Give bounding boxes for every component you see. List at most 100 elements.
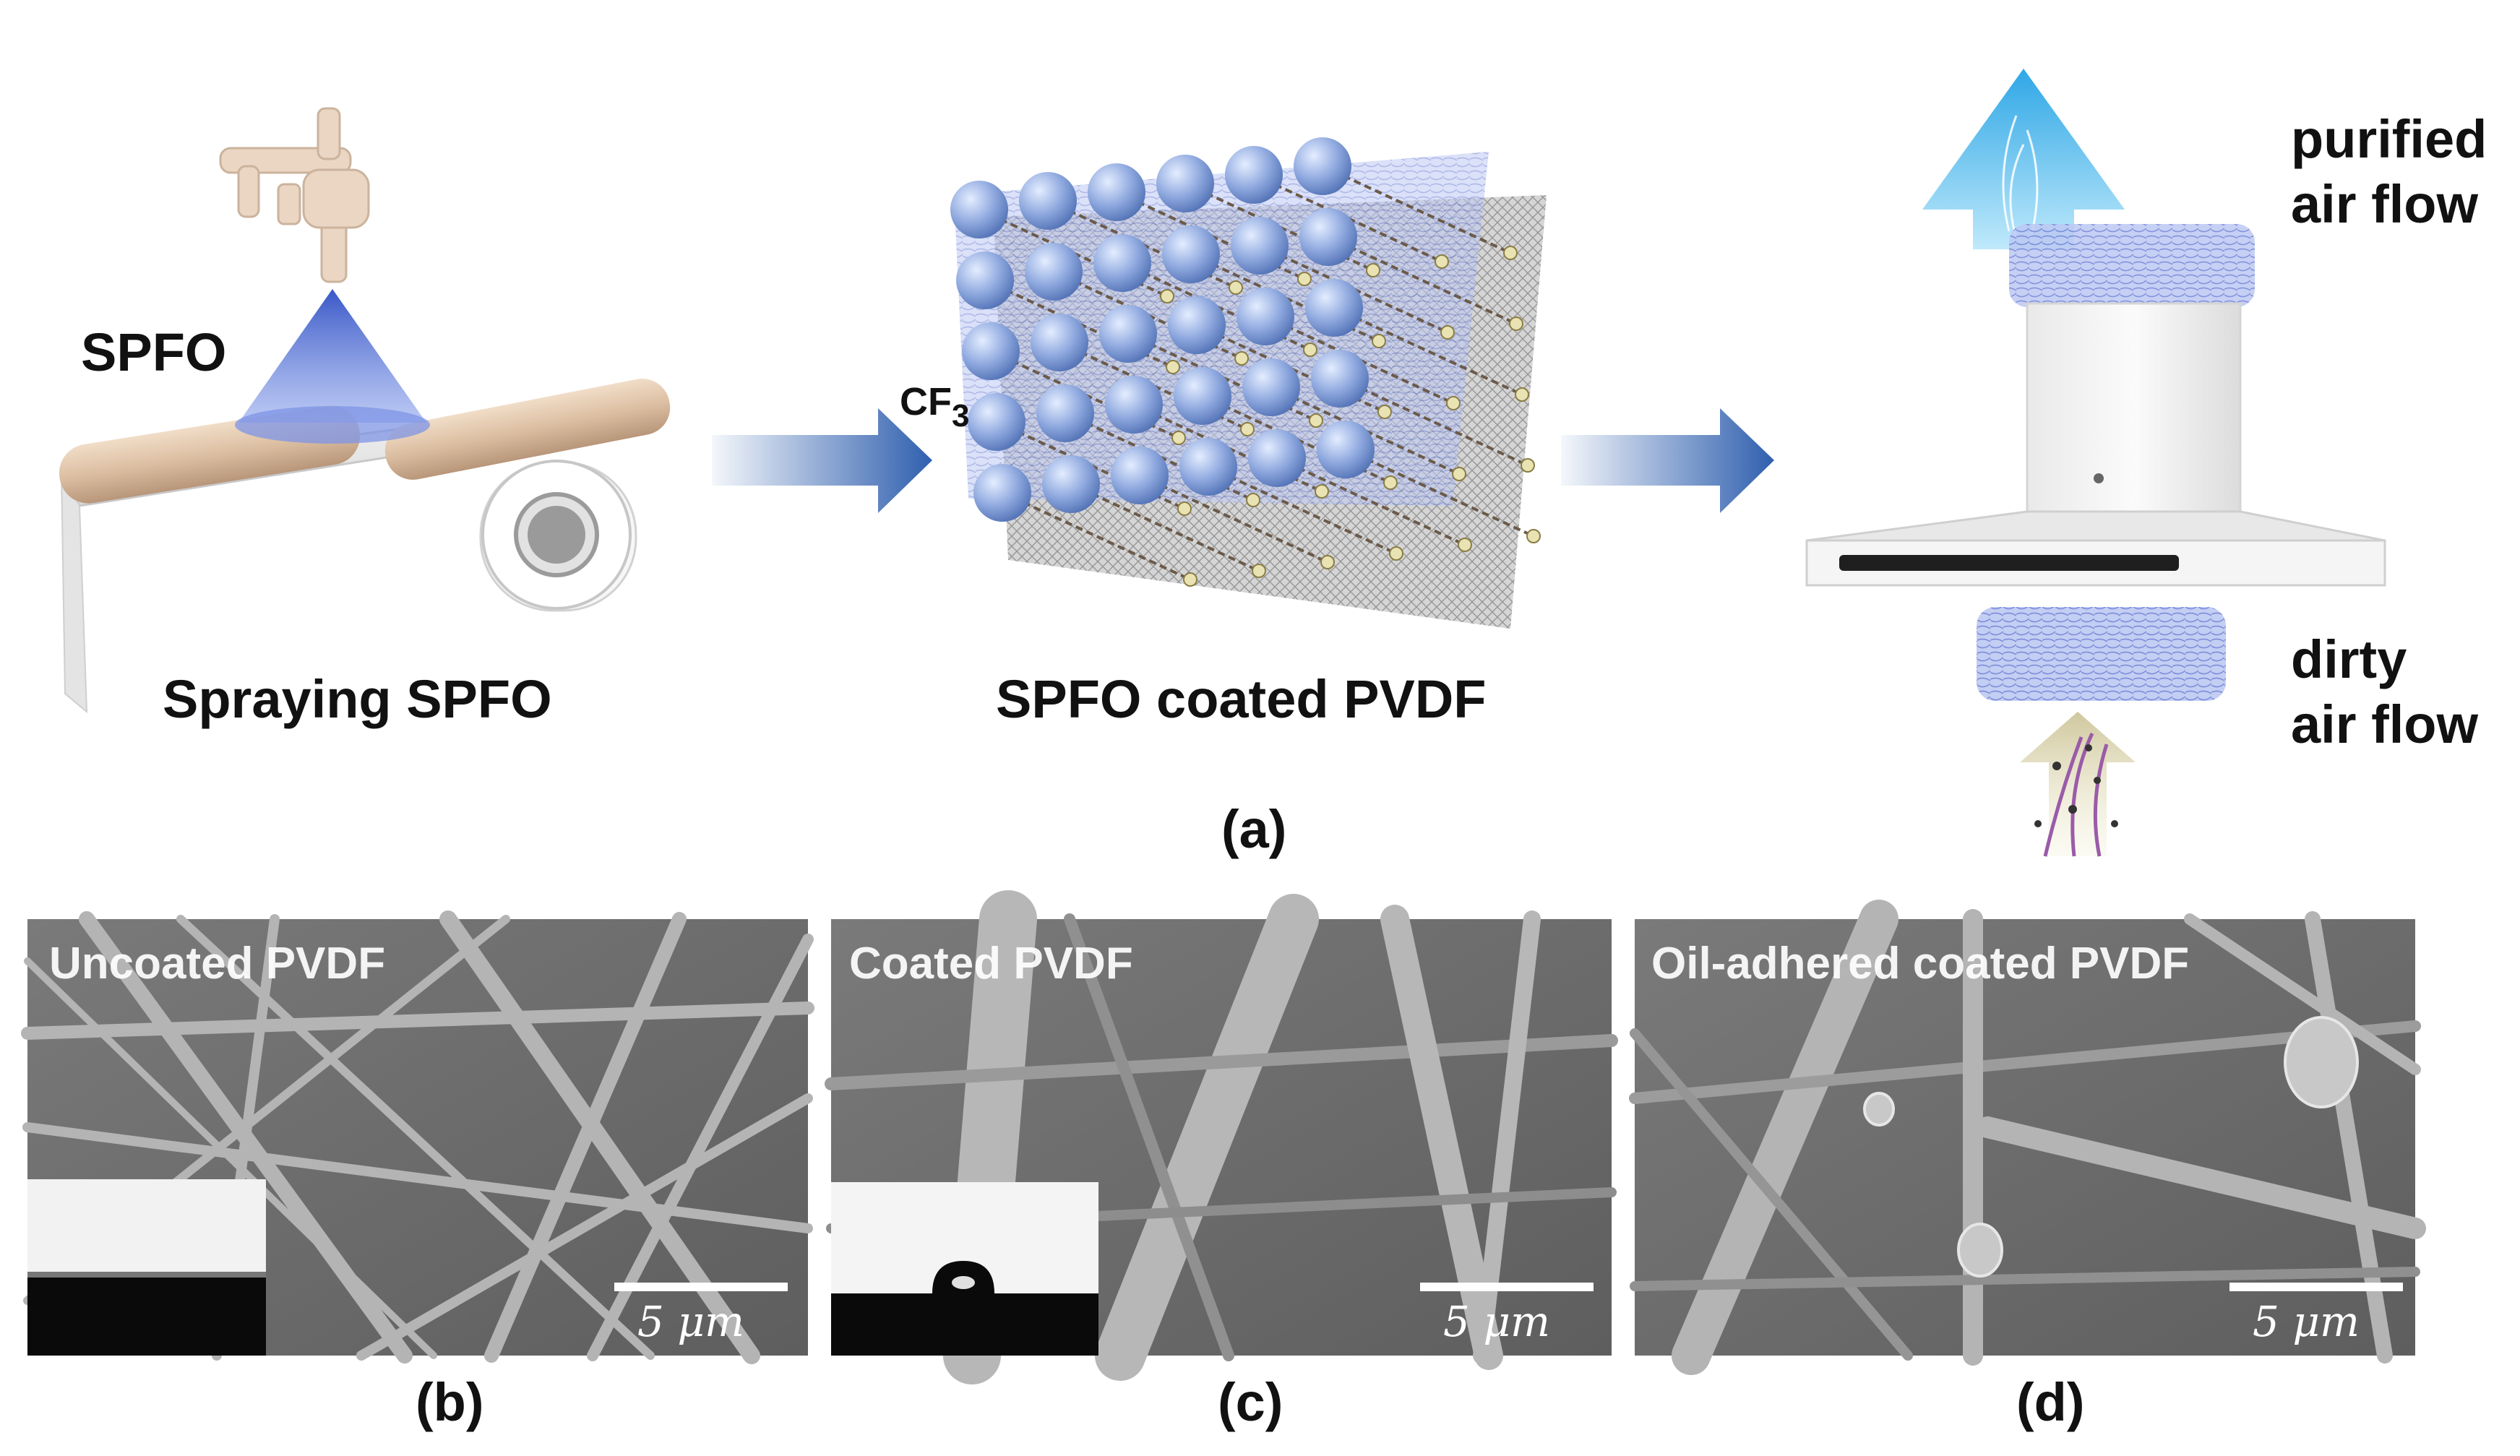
dirty-line-1: dirty (2291, 629, 2407, 690)
bottom-filter (1977, 607, 2226, 701)
hood-logo-icon (2094, 473, 2104, 483)
spfo-sphere (1093, 234, 1151, 292)
spfo-sphere (1105, 376, 1163, 434)
spray-cone (238, 289, 426, 423)
chain-anchor (1172, 431, 1185, 444)
spfo-sphere (1168, 296, 1226, 354)
chain-anchor (1166, 361, 1179, 374)
paper-roll-icon (481, 461, 636, 611)
chain-anchor (1435, 255, 1448, 268)
spray-cone-base (235, 406, 430, 444)
film-hanging-edge (61, 473, 87, 712)
spfo-sphere (1311, 350, 1369, 408)
scale-bar-c (1420, 1283, 1594, 1291)
chain-anchor (1521, 459, 1534, 472)
chain-anchor (1447, 397, 1460, 410)
spfo-sphere (1111, 447, 1169, 504)
panel-label-d: (d) (2016, 1371, 2085, 1433)
spfo-sphere (1317, 421, 1375, 478)
chain-anchor (1367, 264, 1380, 277)
chain-anchor (1298, 272, 1311, 285)
chain-anchor (1178, 502, 1191, 515)
spfo-sphere (962, 322, 1020, 380)
spfo-sphere (1299, 208, 1357, 266)
spfo-sphere (1099, 305, 1157, 363)
dirty-line-2: air flow (2291, 694, 2478, 755)
process-arrow-2 (1561, 408, 1774, 513)
purified-line-1: purified (2291, 108, 2487, 170)
scale-label-d: 5 μm (2253, 1297, 2360, 1346)
spfo-sphere (1031, 314, 1088, 371)
scale-label-b: 5 μm (637, 1297, 744, 1346)
chain-anchor (1515, 388, 1528, 401)
chain-anchor (1252, 564, 1265, 577)
chain-anchor (1384, 476, 1397, 489)
spfo-sphere (1237, 288, 1294, 345)
spfo-sphere (1179, 438, 1237, 496)
spraying-illustration (55, 108, 675, 712)
spfo-sphere (1305, 279, 1363, 337)
panel-label-b: (b) (416, 1371, 484, 1433)
coated-caption: SPFO coated PVDF (996, 668, 1486, 730)
scale-label-c: 5 μm (1443, 1297, 1550, 1346)
top-filter (2009, 224, 2255, 307)
chain-anchor (1510, 317, 1523, 330)
chain-anchor (1247, 494, 1260, 507)
panel-label-c: (c) (1218, 1371, 1283, 1433)
chain-anchor (1315, 485, 1328, 498)
hood-body (1807, 512, 2385, 540)
spfo-sphere (1036, 384, 1094, 442)
spfo-sphere (1088, 163, 1145, 221)
cf3-subscript: 3 (952, 398, 969, 434)
chain-anchor (1184, 573, 1197, 586)
chain-anchor (1504, 246, 1517, 259)
spfo-sphere (1248, 429, 1306, 487)
chain-anchor (1453, 468, 1466, 481)
chain-anchor (1310, 414, 1323, 427)
chain-anchor (1458, 538, 1471, 551)
purified-air-arrow (1922, 69, 2125, 249)
spfo-sphere (1019, 172, 1077, 230)
hood-control-strip (1839, 555, 2179, 571)
scale-bar-d (2229, 1283, 2403, 1291)
cf3-main-text: CF (900, 380, 952, 423)
chain-anchor (1527, 530, 1540, 543)
spfo-sphere (1162, 225, 1220, 283)
chain-anchor (1235, 352, 1248, 365)
sem-title-b: Uncoated PVDF (49, 938, 385, 989)
purified-line-2: air flow (2291, 173, 2478, 235)
spfo-sphere (950, 181, 1008, 238)
spray-gun-icon (220, 108, 369, 282)
sem-title-c: Coated PVDF (849, 938, 1133, 989)
scale-bar-b (614, 1283, 788, 1291)
chain-anchor (1161, 290, 1174, 303)
spfo-sphere (1156, 155, 1214, 212)
hood-chimney (2027, 303, 2240, 535)
chain-anchor (1241, 423, 1254, 436)
spfo-label: SPFO (81, 322, 226, 383)
spraying-caption: Spraying SPFO (163, 668, 552, 730)
contact-angle-inset-c (831, 1182, 1098, 1356)
spfo-sphere (1042, 455, 1100, 513)
chain-anchor (1229, 281, 1242, 294)
panel-label-a: (a) (1221, 798, 1286, 860)
chain-anchor (1441, 326, 1454, 339)
spfo-sphere (1025, 243, 1083, 301)
sem-title-d: Oil-adhered coated PVDF (1651, 938, 2189, 989)
spfo-sphere (956, 251, 1014, 309)
spfo-sphere (1225, 146, 1283, 204)
contact-angle-inset-b (27, 1179, 266, 1356)
cf3-label: CF3 (900, 379, 969, 424)
spfo-sphere (1231, 217, 1289, 275)
spfo-sphere (968, 393, 1025, 451)
chain-anchor (1390, 547, 1403, 560)
chain-anchor (1304, 343, 1317, 356)
chain-anchor (1372, 335, 1385, 348)
spfo-sphere (1242, 358, 1300, 416)
chain-anchor (1321, 556, 1334, 569)
spfo-sphere (1294, 137, 1351, 195)
coated-pvdf-illustration (950, 137, 1547, 629)
spfo-sphere (1174, 367, 1231, 425)
spfo-sphere (973, 464, 1031, 522)
chain-anchor (1378, 405, 1391, 418)
